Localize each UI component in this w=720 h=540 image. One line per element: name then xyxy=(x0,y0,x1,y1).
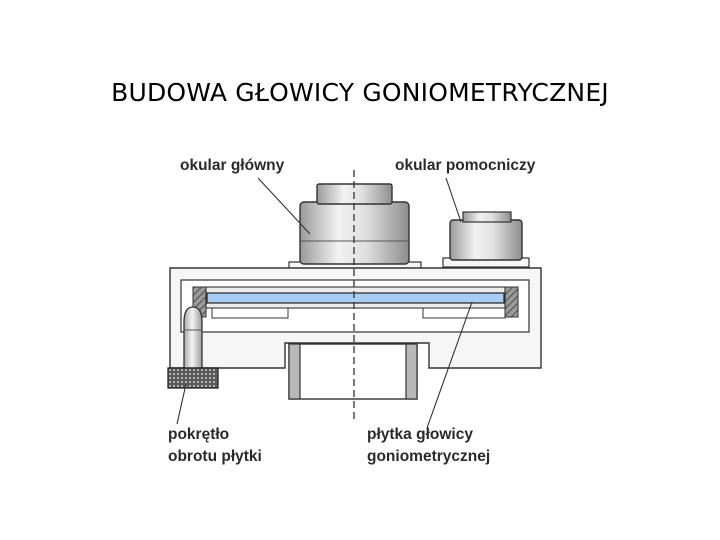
knob-pin xyxy=(183,306,203,369)
lower-tube xyxy=(288,343,418,400)
lower-tube-body xyxy=(288,343,418,400)
aux-eyepiece-top xyxy=(462,211,512,223)
label-knob-line1: pokrętło xyxy=(168,426,229,443)
rotation-knob xyxy=(167,306,219,389)
goniometric-plate xyxy=(206,292,505,304)
aux-eyepiece xyxy=(442,211,530,268)
page-title: BUDOWA GŁOWICY GONIOMETRYCZNEJ xyxy=(111,78,609,107)
label-plate-line1: płytka głowicy xyxy=(367,426,473,443)
knob-knurled xyxy=(167,367,219,389)
bearing-right xyxy=(504,286,519,318)
main-eyepiece-body xyxy=(299,201,410,265)
lower-support-left xyxy=(211,307,289,319)
housing xyxy=(169,267,542,369)
label-aux-eyepiece: okular pomocniczy xyxy=(395,157,536,174)
lower-tube-wall-right xyxy=(405,343,418,400)
main-eyepiece xyxy=(288,183,422,270)
lower-tube-wall-left xyxy=(288,343,301,400)
label-knob-line2: obrotu płytki xyxy=(168,448,262,465)
label-main-eyepiece: okular główny xyxy=(180,157,285,174)
leader-lines xyxy=(176,177,473,429)
aux-eyepiece-body xyxy=(449,219,523,261)
lower-support-right xyxy=(422,307,506,319)
label-plate-line2: goniometrycznej xyxy=(367,448,490,465)
